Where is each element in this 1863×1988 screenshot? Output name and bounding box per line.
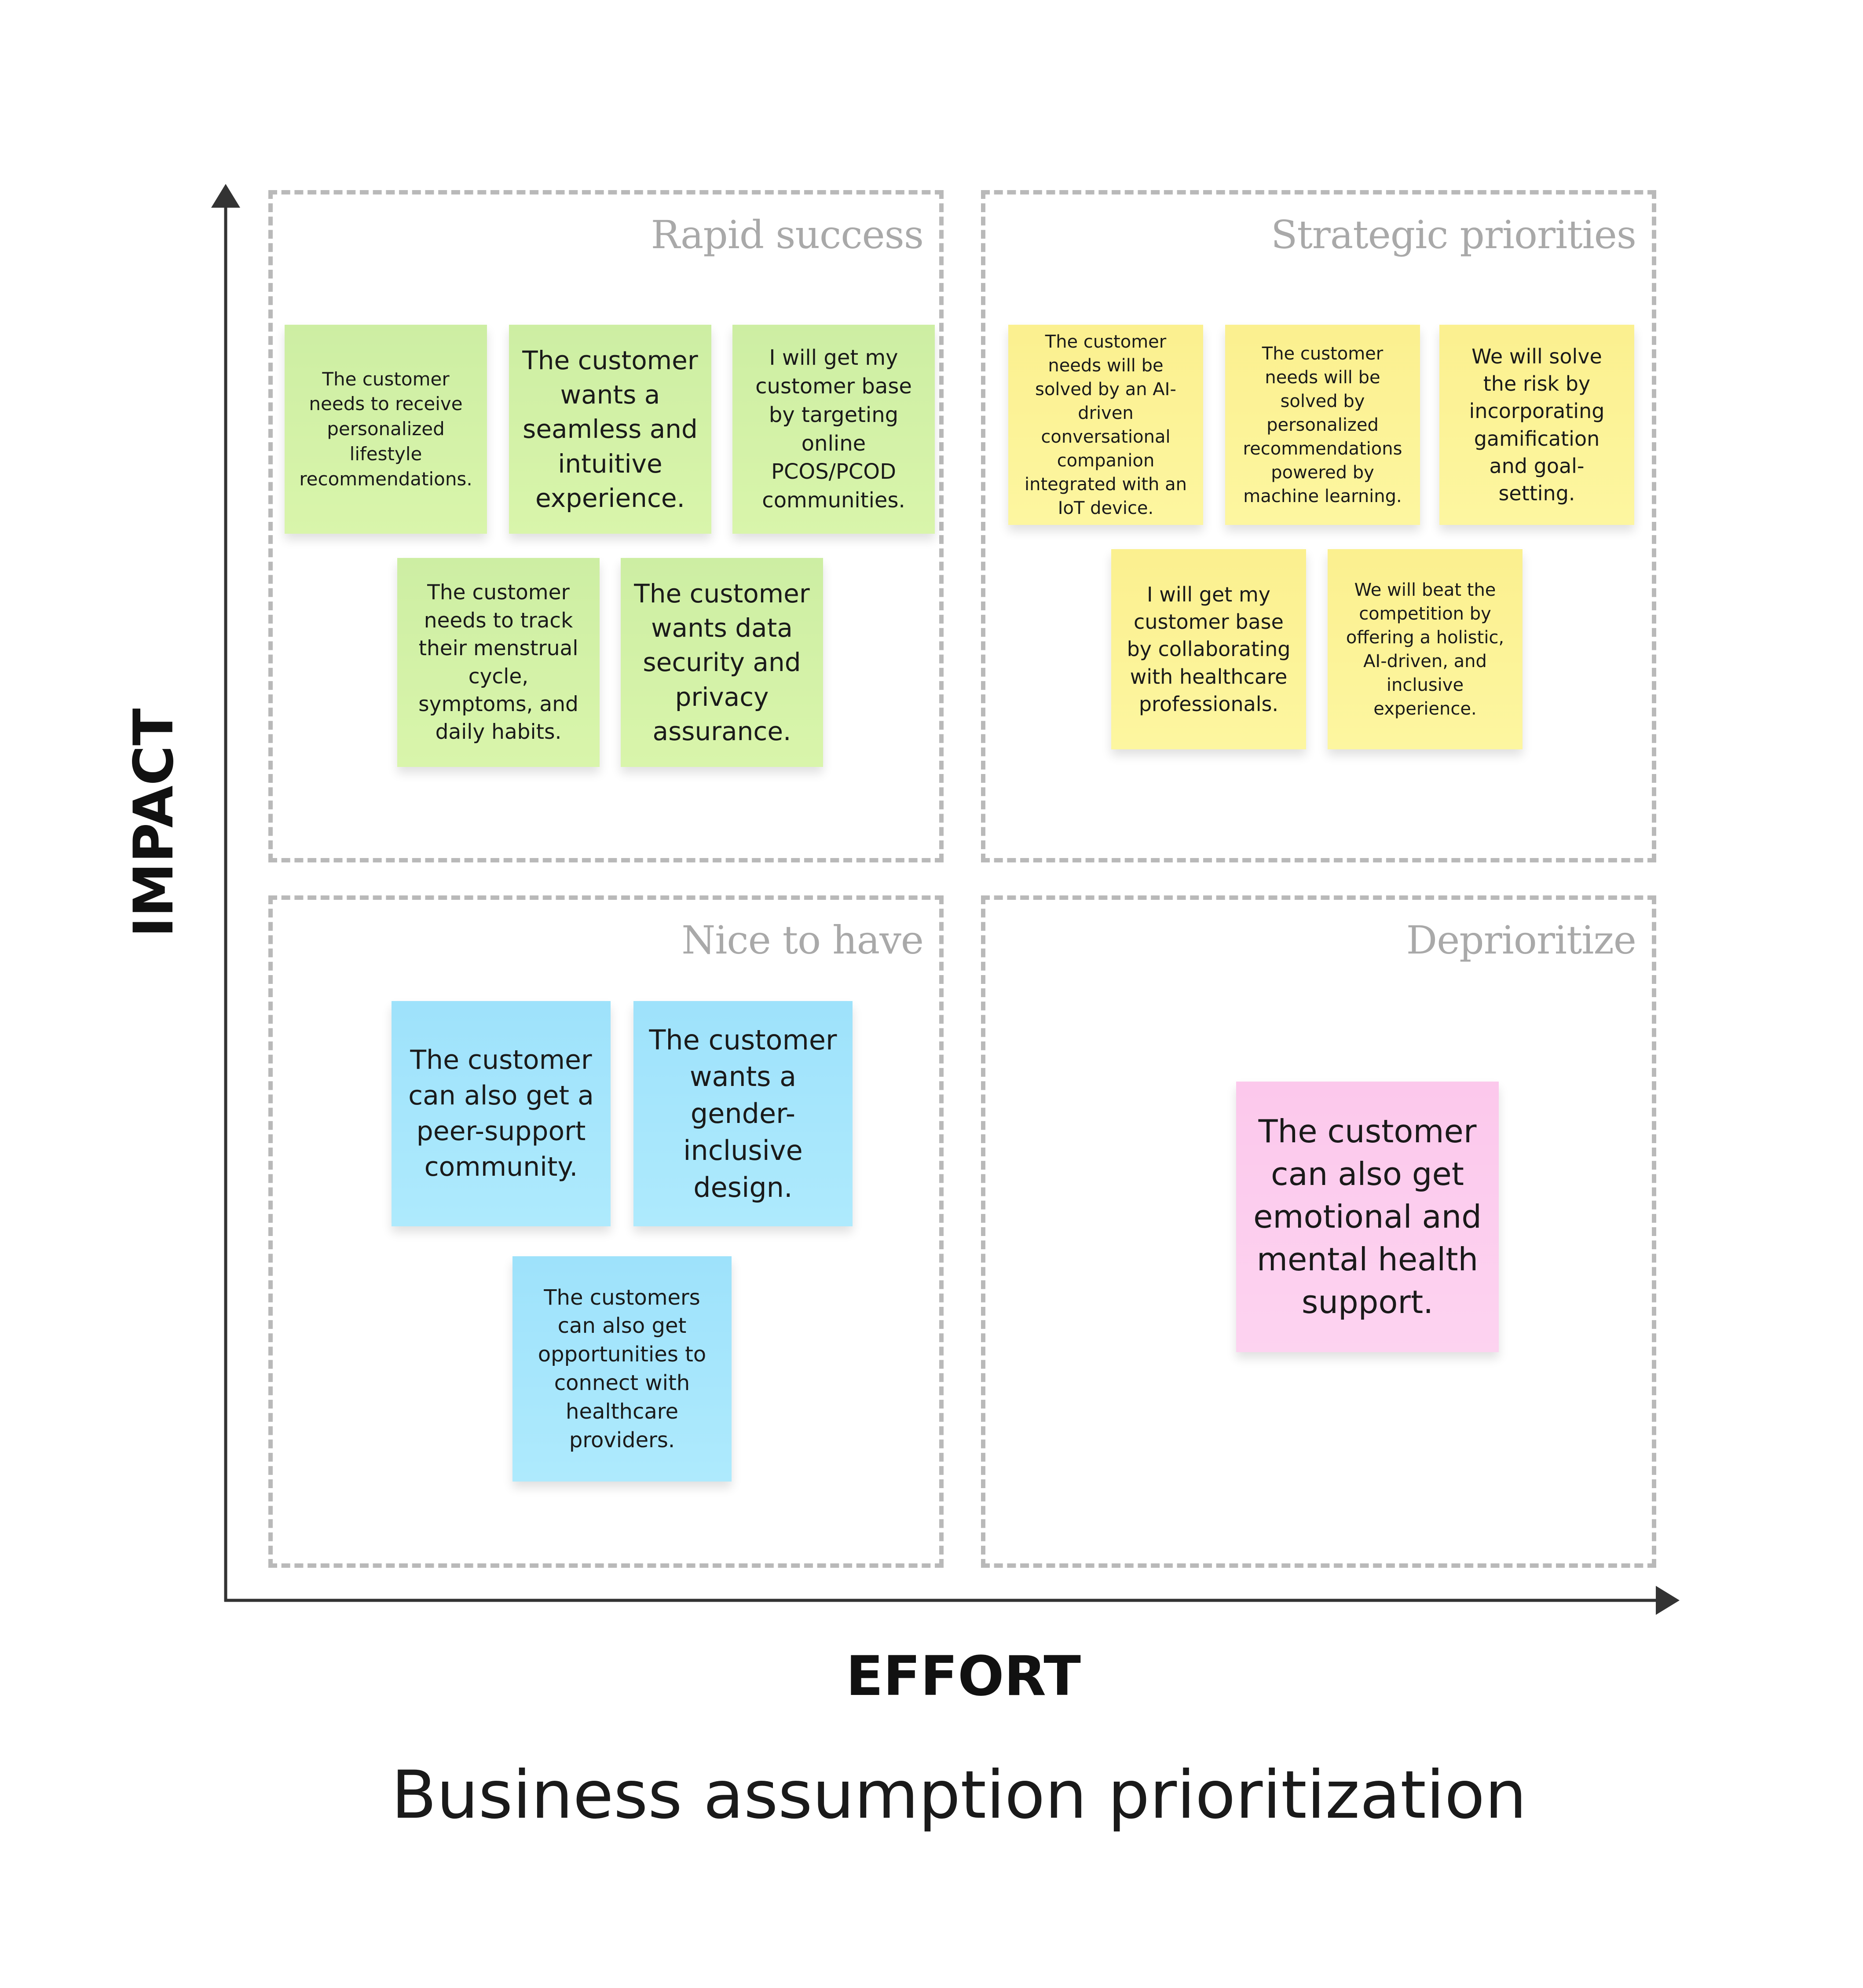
sticky-note[interactable]: We will solve the risk by incorporating … [1439,325,1634,525]
y-axis-arrow [211,184,240,208]
quadrant-title: Strategic priorities [1271,212,1636,257]
sticky-note[interactable]: The customer can also get emotional and … [1236,1082,1499,1352]
sticky-note[interactable]: The customer can also get a peer-support… [392,1001,611,1226]
sticky-note[interactable]: The customer needs to receive personaliz… [285,325,487,534]
sticky-note[interactable]: The customer needs to track their menstr… [397,558,600,767]
sticky-note[interactable]: The customer wants a gender-inclusive de… [633,1001,853,1226]
sticky-note[interactable]: I will get my customer base by targeting… [732,325,935,534]
sticky-note[interactable]: The customers can also get opportunities… [512,1256,732,1482]
quadrant-title: Rapid success [651,212,924,257]
x-axis-label: EFFORT [845,1645,1081,1708]
sticky-note[interactable]: The customer needs will be solved by an … [1008,325,1203,525]
quadrant-rapid-success: Rapid success [268,190,944,862]
sticky-note[interactable]: I will get my customer base by collabora… [1111,549,1306,749]
x-axis-arrow [1656,1586,1680,1615]
quadrant-title: Deprioritize [1406,917,1636,963]
sticky-note[interactable]: We will beat the competition by offering… [1328,549,1523,749]
sticky-note[interactable]: The customer needs will be solved by per… [1225,325,1420,525]
quadrant-nice-to-have: Nice to have [268,895,944,1568]
y-axis-label: IMPACT [122,708,186,938]
sticky-note[interactable]: The customer wants data security and pri… [621,558,823,767]
quadrant-strategic-priorities: Strategic priorities [981,190,1656,862]
quadrant-deprioritize: Deprioritize [981,895,1656,1568]
quadrant-title: Nice to have [681,917,924,963]
page-title: Business assumption prioritization [391,1757,1527,1834]
sticky-note[interactable]: The customer wants a seamless and intuit… [509,325,711,534]
